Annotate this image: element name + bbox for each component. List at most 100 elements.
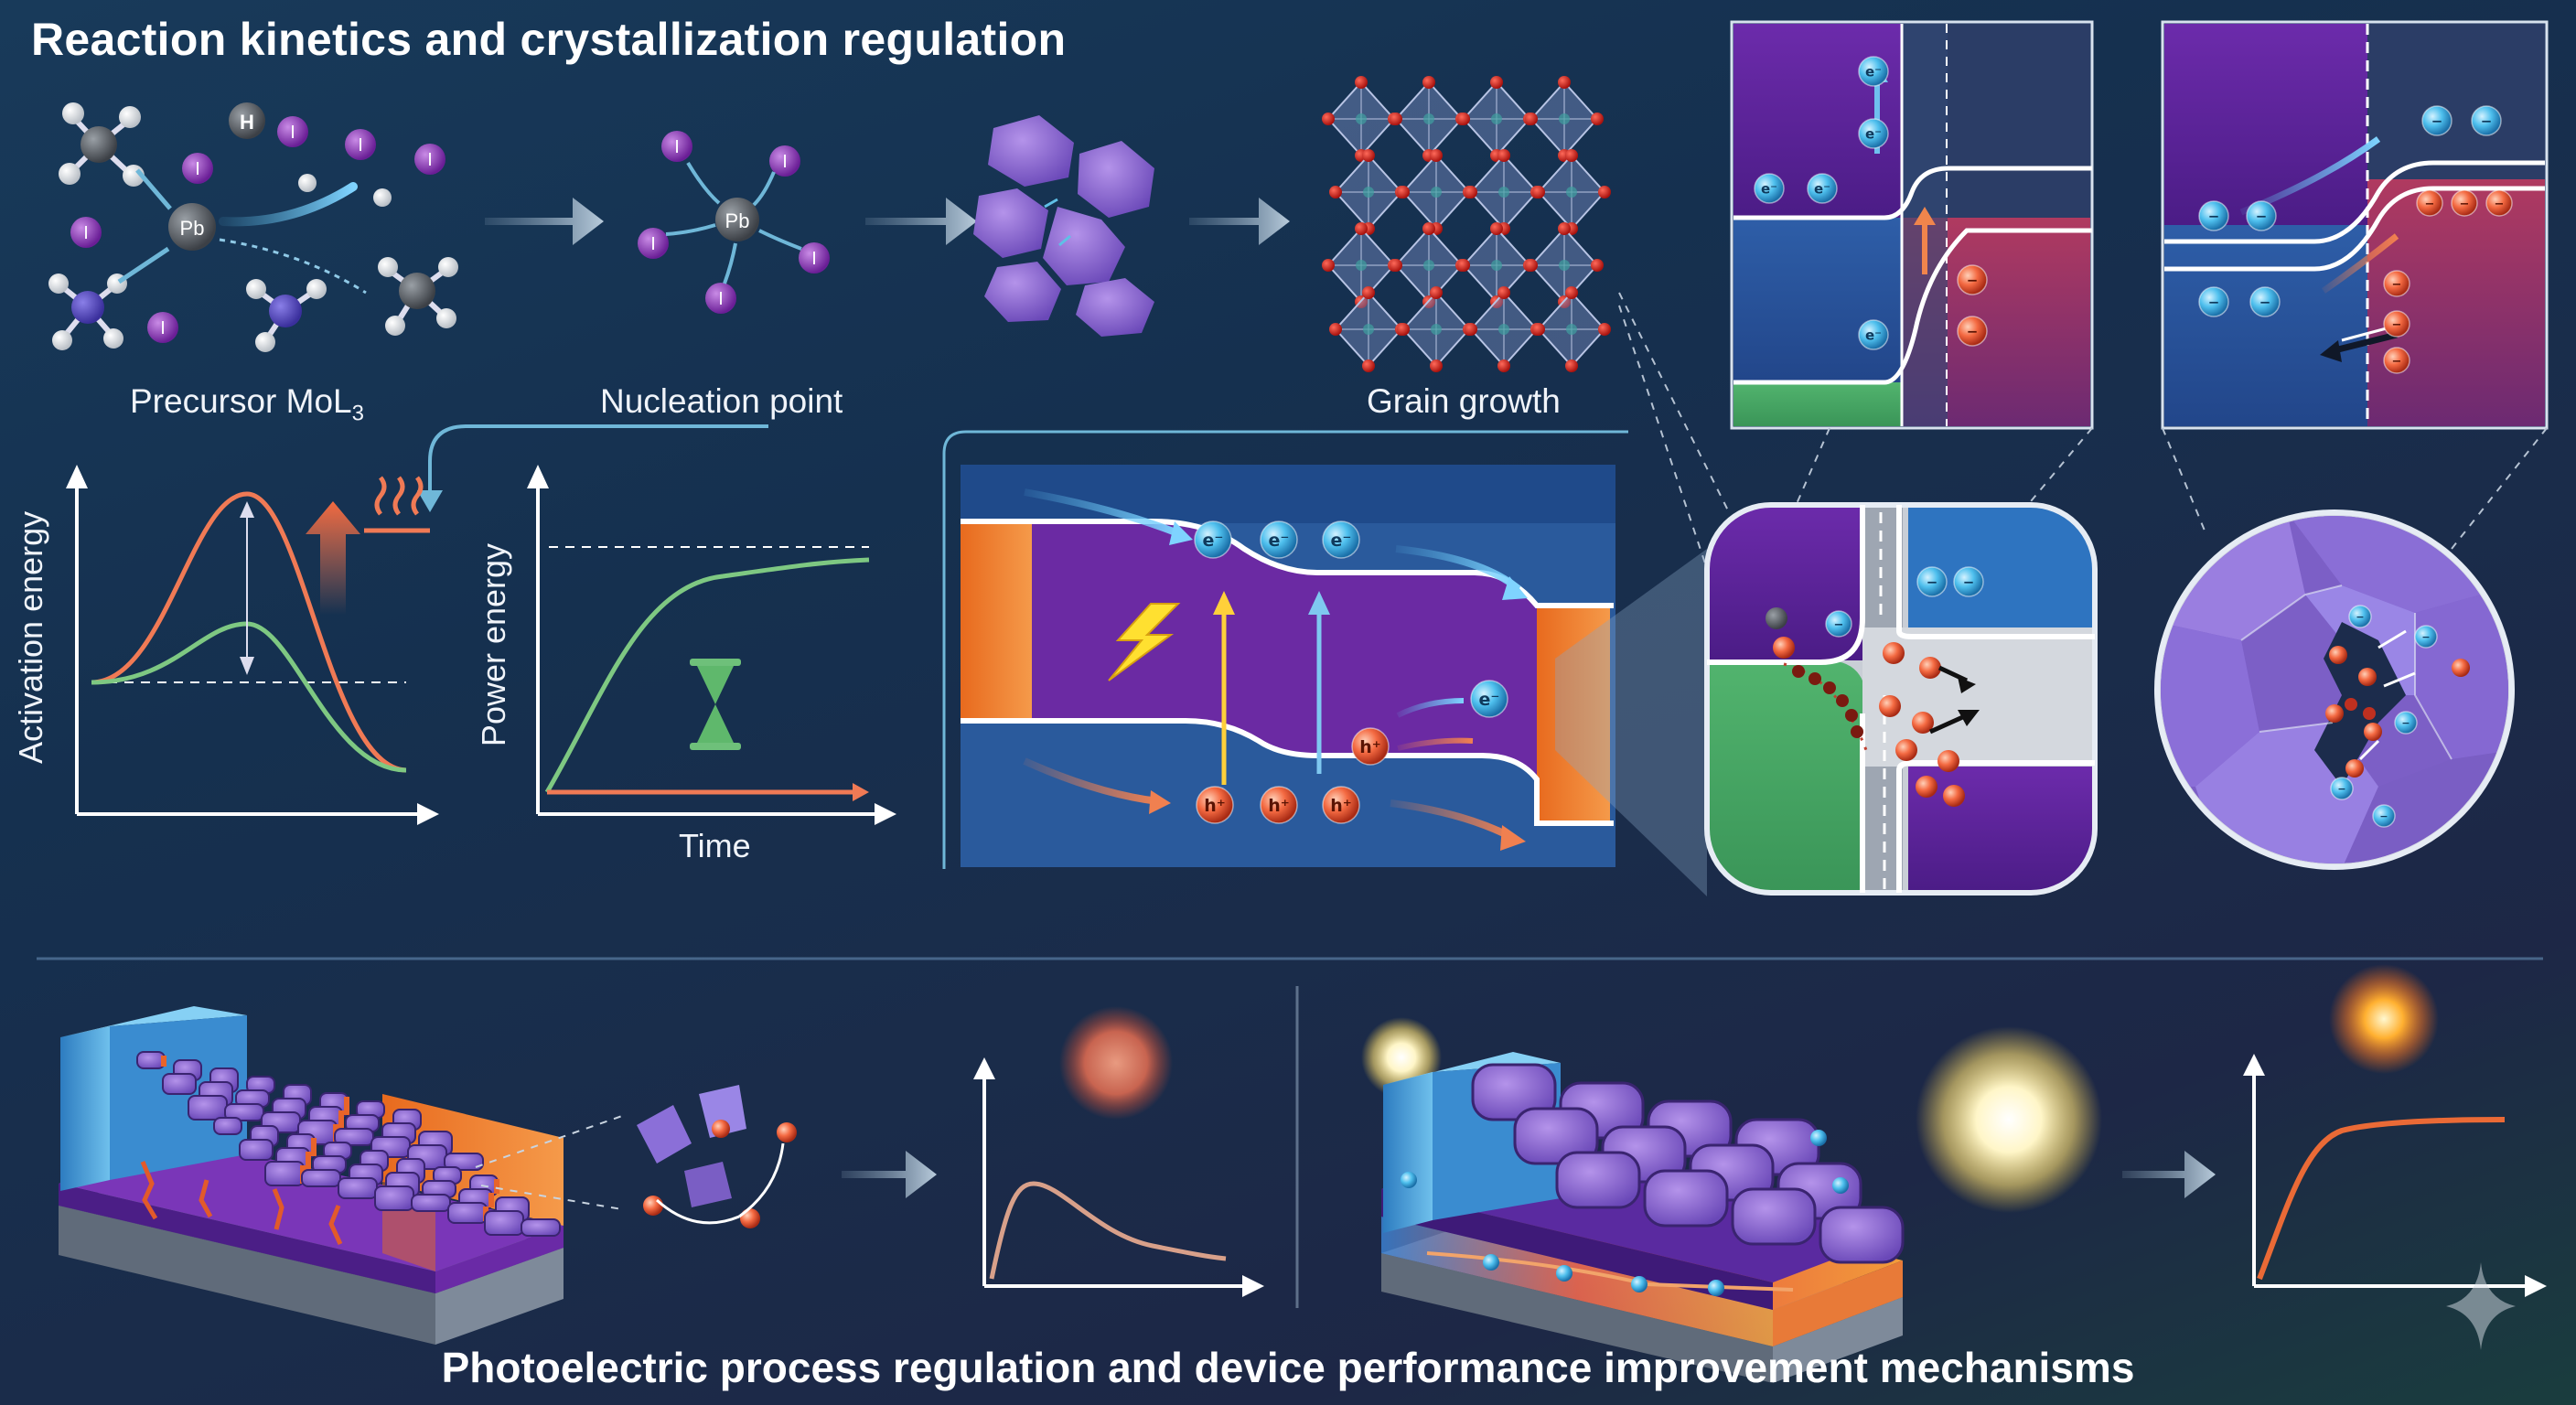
methyl-molecule [59,102,145,187]
grain-growth-label: Grain growth [1367,382,1561,420]
electron-symbol: − [2356,611,2364,623]
hole-symbol: h⁺ [1268,796,1290,816]
iodide-symbol: I [811,249,817,269]
electron-particle [1194,520,1232,559]
large-grain [1555,1151,1641,1209]
methylammonium-molecule [48,273,127,350]
grain-circle-zoom [2154,509,2515,870]
poor-output-graph [973,1057,1264,1297]
electron-particle [2348,605,2372,628]
large-grain [1643,1169,1729,1228]
top-section-title: Reaction kinetics and crystallization re… [31,14,1067,65]
oxygen-atom [1465,186,1477,198]
oxygen-atom [1397,186,1410,198]
link-arrow [428,424,768,499]
poor-zoom-lines [475,1115,623,1210]
iodide-symbol: I [160,318,166,338]
hole-particle [1351,727,1390,766]
up-arrow-icon [306,501,360,615]
hole-symbol: − [1967,273,1979,289]
iodide-symbol: I [290,123,295,143]
oxygen-atom [1565,149,1578,162]
grain-cluster [973,115,1154,337]
oxygen-atom [1397,323,1410,336]
oxygen-atom [1532,323,1545,336]
methylammonium-molecule-2 [246,279,327,352]
oxygen-atom [1390,259,1402,272]
hole-symbol: h⁺ [1359,737,1381,757]
oxygen-atom [1565,286,1578,299]
electron-particle [2421,105,2453,136]
small-grain [224,1103,264,1121]
bright-sun-icon [1916,1026,2102,1213]
oxygen-atom [1497,286,1510,299]
oxygen-atom [1355,76,1368,89]
precursor-label: Precursor MoL3 [130,382,364,426]
hole-particle [1196,786,1234,824]
electron-symbol: − [2337,783,2345,795]
oxygen-atom [1465,323,1477,336]
hole-symbol: − [2495,198,2505,211]
iodide-symbol: I [718,289,724,309]
oxygen-atom [1591,259,1604,272]
precursor-label-text: Precursor MoL [130,382,352,420]
electron-symbol: − [2431,113,2443,130]
poor-boundary-zoom [637,1085,797,1228]
electron-particle [2198,200,2229,231]
oxygen-atom [1497,359,1510,372]
small-grains [136,1051,561,1237]
hole-particle [1260,786,1298,824]
small-grain [264,1161,305,1186]
stage-arrow-3 [1189,198,1290,245]
hole-symbol: − [1967,324,1979,340]
hole-particle [1322,786,1360,824]
small-grain [447,1202,488,1224]
electron-symbol: e⁻ [1865,327,1882,344]
small-grain [136,1051,166,1069]
oxygen-atom [1329,186,1342,198]
iodide-symbol: I [427,150,433,170]
precursor-label-subscript: 3 [351,401,364,426]
activation-energy-axis-label: Activation energy [12,510,49,764]
electron-particle [2198,286,2229,317]
iodide-symbol: I [83,223,89,243]
electron-particle [2249,286,2281,317]
device-good-film [1381,1052,1905,1383]
oxygen-atom [1422,76,1435,89]
stage-arrow-2 [865,198,977,245]
hole-symbol: − [2392,278,2402,292]
hole-symbol: − [2392,318,2402,332]
electron-particle [2246,200,2277,231]
small-grain [334,1128,374,1146]
small-grain [239,1139,274,1161]
electron-symbol: e⁻ [1203,531,1224,551]
electron-particle [1825,610,1852,638]
electron-symbol: e⁻ [1331,531,1352,551]
hydrogen-symbol: H [240,111,254,134]
electron-symbol: − [2379,810,2388,822]
large-grain [1819,1206,1905,1264]
small-grain [162,1073,197,1095]
iodide-symbol: I [358,135,363,156]
large-grain [1471,1063,1557,1121]
large-grain [1731,1187,1817,1246]
small-grain [188,1095,228,1121]
oxygen-atom [1565,359,1578,372]
electron-symbol: e⁻ [1865,64,1882,80]
electron-symbol: − [1927,574,1938,591]
hole-particle [2383,310,2410,338]
hole-particle [2416,189,2443,217]
electron-symbol: e⁻ [1269,531,1290,551]
stage-arrow-1 [485,198,604,245]
electron-symbol: − [2208,209,2220,225]
iodide-symbol: I [674,137,680,157]
hole-symbol: h⁺ [1330,796,1352,816]
oxygen-atom [1558,222,1571,235]
electron-symbol: − [2256,209,2268,225]
electron-particle [2394,711,2418,735]
electron-particle [1260,520,1298,559]
oxygen-atom [1430,149,1443,162]
small-grain [213,1117,242,1135]
